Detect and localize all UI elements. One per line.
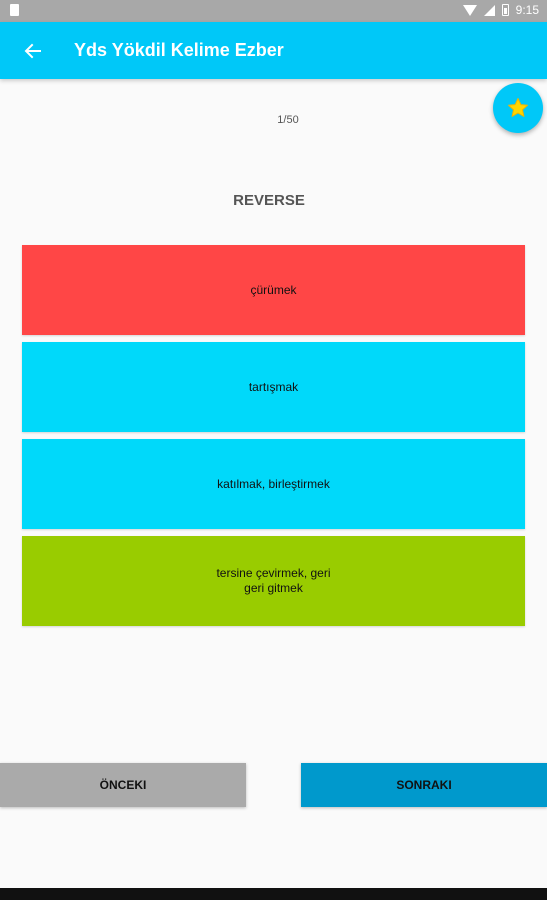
app-title: Yds Yökdil Kelime Ezber xyxy=(74,40,284,60)
answer-option-label: katılmak, birleştirmek xyxy=(217,476,330,491)
status-bar: 9:15 xyxy=(0,0,547,22)
status-time: 9:15 xyxy=(515,3,539,17)
favorite-button[interactable] xyxy=(493,83,543,133)
sd-card-icon xyxy=(10,4,19,16)
answer-option-label: tersine çevirmek, geri geri gitmek xyxy=(216,566,331,595)
status-icons: 9:15 xyxy=(462,3,539,17)
battery-icon xyxy=(501,4,509,16)
answer-option-label: çürümek xyxy=(250,282,297,297)
answer-option-1[interactable]: çürümek xyxy=(22,245,525,335)
answer-option-4[interactable]: tersine çevirmek, geri geri gitmek xyxy=(22,536,525,626)
arrow-left-icon xyxy=(24,43,41,59)
back-button[interactable] xyxy=(18,36,48,66)
app-bar: Yds Yökdil Kelime Ezber xyxy=(0,22,547,79)
answer-option-label: tartışmak xyxy=(248,379,299,394)
signal-icon xyxy=(483,4,495,16)
system-navigation-bar xyxy=(0,888,547,900)
answer-option-3[interactable]: katılmak, birleştirmek xyxy=(22,439,525,529)
wifi-icon xyxy=(462,4,477,16)
answer-option-2[interactable]: tartışmak xyxy=(22,342,525,432)
quiz-word: REVERSE xyxy=(233,192,305,209)
question-counter: 1/50 xyxy=(277,114,299,126)
previous-button[interactable]: ÖNCEKI xyxy=(0,763,246,807)
star-icon xyxy=(508,98,528,117)
next-button[interactable]: SONRAKI xyxy=(301,763,547,807)
